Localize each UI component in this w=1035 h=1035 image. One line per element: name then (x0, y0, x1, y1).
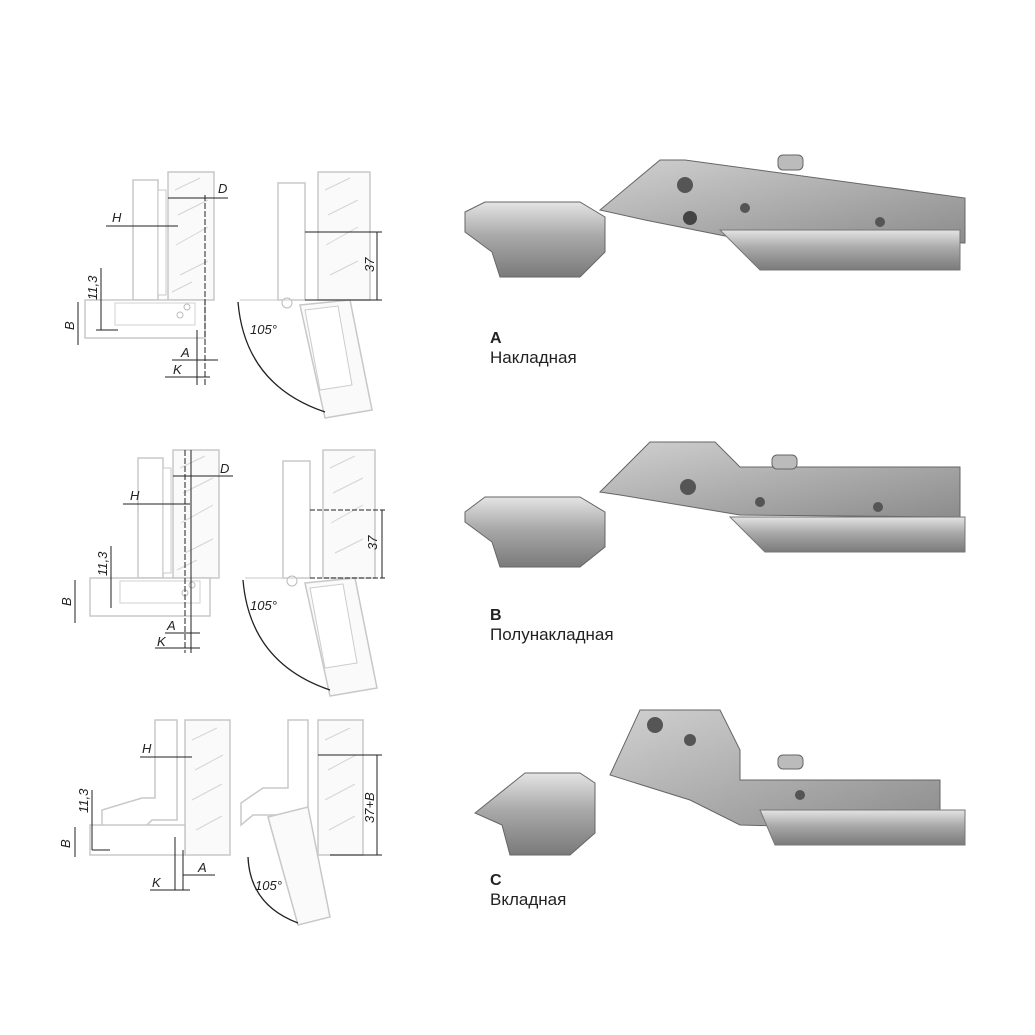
hinge-photo-a (464, 154, 966, 278)
diagram-c-open: 37+B 105° (240, 719, 382, 926)
dim-b: B (59, 597, 74, 606)
dim-a: A (197, 860, 207, 875)
diagram-a-closed: D H 11,3 B A K (62, 171, 228, 385)
variant-a-name: Накладная (490, 348, 577, 367)
diagram-b-open: 37 105° (242, 449, 387, 697)
dim-d: D (218, 181, 227, 196)
dim-11-3: 11,3 (85, 275, 100, 300)
dim-k: K (152, 875, 162, 890)
dim-37: 37 (362, 257, 377, 272)
dim-h: H (130, 488, 140, 503)
dim-h: H (142, 741, 152, 756)
variant-a-letter: A (490, 330, 502, 347)
dim-11-3: 11,3 (76, 788, 91, 813)
diagram-c-closed: H 11,3 B A K (58, 719, 231, 891)
dim-11-3: 11,3 (95, 551, 110, 576)
variant-c-name: Вкладная (490, 890, 567, 909)
dim-angle: 105° (250, 322, 277, 337)
diagram-a-open: 37 105° (237, 171, 382, 419)
diagram-b-closed: D H 11,3 B A K (59, 449, 233, 653)
hinge-photo-b (464, 441, 966, 568)
hinge-photo-c (474, 709, 966, 856)
dim-d: D (220, 461, 229, 476)
variant-c-label: C Вкладная (490, 872, 566, 910)
dim-angle: 105° (255, 878, 282, 893)
dim-h: H (112, 210, 122, 225)
dim-k: K (157, 634, 167, 649)
dim-37-b: 37+B (362, 792, 377, 823)
dim-37: 37 (365, 535, 380, 550)
dim-b: B (62, 321, 77, 330)
variant-b-letter: B (490, 607, 502, 624)
variant-b-label: B Полунакладная (490, 607, 614, 645)
dim-a: A (166, 618, 176, 633)
dim-b: B (58, 839, 73, 848)
dim-k: K (173, 362, 183, 377)
variant-a-label: A Накладная (490, 330, 577, 368)
dim-angle: 105° (250, 598, 277, 613)
variant-b-name: Полунакладная (490, 625, 614, 644)
dim-a: A (180, 345, 190, 360)
variant-c-letter: C (490, 872, 502, 889)
